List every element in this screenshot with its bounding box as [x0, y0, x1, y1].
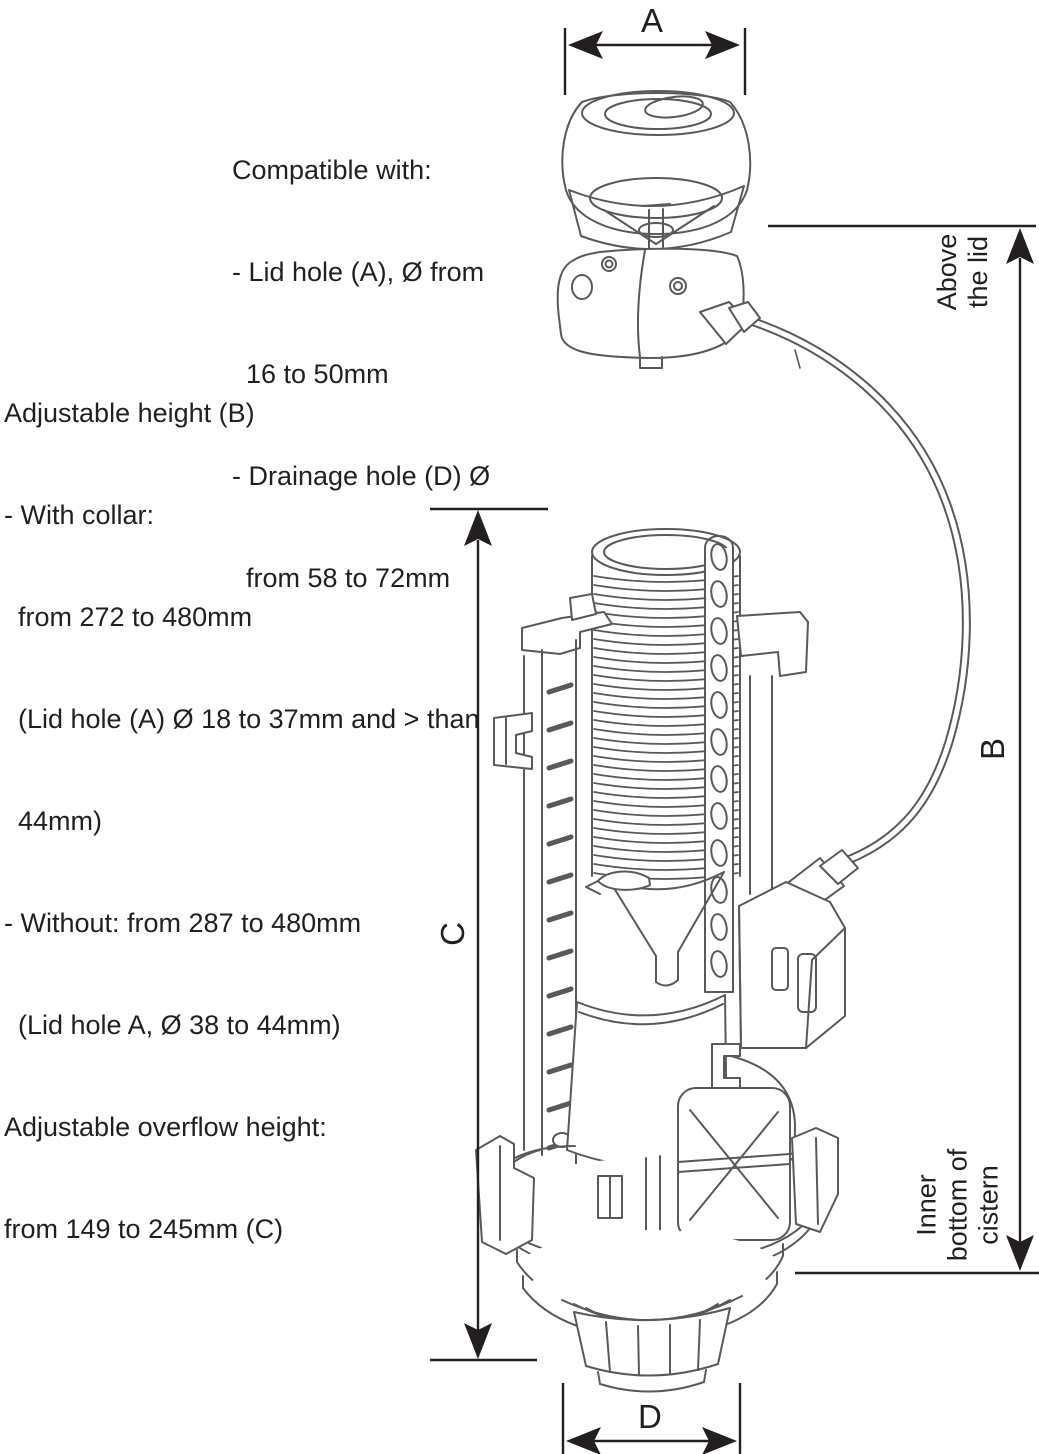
note-line: - Drainage hole (D) Ø [232, 461, 491, 491]
note-line: from 272 to 480mm [18, 602, 253, 632]
note-line: from 58 to 72mm [246, 563, 451, 593]
perforated-strap [704, 535, 734, 993]
note-line: - Without: from 287 to 480mm [4, 908, 362, 938]
adjustment-rack [493, 593, 613, 1166]
compatible-note: Compatible with: - Lid hole (A), Ø from … [232, 85, 490, 663]
dimension-arrowheads [464, 31, 1034, 1454]
note-line: 44mm) [18, 806, 103, 836]
note-heading: Compatible with: [232, 155, 432, 185]
note-line: - Lid hole (A), Ø from [232, 257, 485, 287]
dim-label-d: D [638, 1398, 662, 1435]
adjustable-height-note: Adjustable height (B) - With collar: fro… [4, 328, 480, 1314]
note-line: (Lid hole (A) Ø 18 to 37mm and > than [18, 704, 480, 734]
button-cage [568, 177, 745, 251]
above-lid-caption: Above the lid [932, 233, 993, 311]
note-line: (Lid hole A, Ø 38 to 44mm) [18, 1010, 341, 1040]
cable-arc [749, 317, 971, 865]
note-line: - With collar: [4, 500, 155, 530]
dim-a-ticks [563, 28, 747, 95]
shell-brace-panel [677, 1087, 791, 1241]
seal-and-nut [516, 1230, 784, 1393]
cable-clamp [711, 849, 859, 1091]
internal-funnel [585, 870, 725, 987]
right-guide-rail [736, 611, 809, 895]
dim-label-b: B [974, 737, 1011, 761]
note-line: 16 to 50mm [246, 359, 389, 389]
note-line: Adjustable height (B) [4, 398, 255, 428]
push-button [561, 90, 752, 235]
dim-c-ticks [430, 507, 548, 1362]
inner-bottom-caption: Inner bottom of cistern [911, 1148, 1004, 1262]
dim-d-ticks [561, 1383, 742, 1454]
note-line: from 149 to 245mm (C) [4, 1214, 284, 1244]
dimension-lines [430, 28, 1039, 1454]
dim-label-c: C [434, 922, 471, 946]
note-line: Adjustable overflow height: [4, 1112, 327, 1142]
dim-label-a: A [641, 2, 664, 39]
overflow-tube [591, 528, 741, 880]
junction-box [556, 247, 761, 369]
valve-drawing-group [475, 90, 971, 1393]
